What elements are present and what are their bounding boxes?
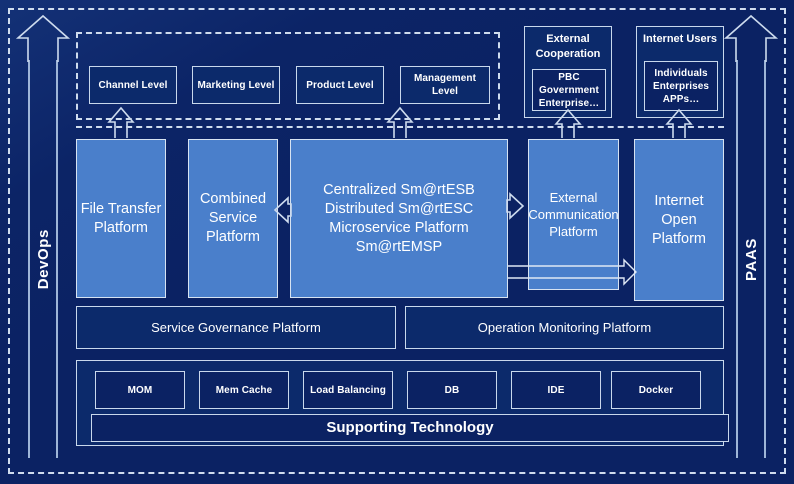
internet-users-detail: Individuals Enterprises APPs… (652, 67, 710, 105)
platform-esb-line-3: Microservice Platform Sm@rtEMSP (329, 219, 469, 255)
external-cooperation-detail: PBC Government Enterprise… (538, 71, 600, 109)
paas-rail: PAAS (736, 60, 766, 458)
devops-rail-label: DevOps (34, 228, 52, 290)
devops-rail: DevOps (28, 60, 58, 458)
business-level-management[interactable]: Management Level (400, 66, 490, 104)
operation-monitoring-platform[interactable]: Operation Monitoring Platform (405, 306, 724, 349)
tech-ide[interactable]: IDE (511, 371, 601, 409)
platform-esb-line-2: Distributed Sm@rtESC (324, 200, 474, 217)
tech-mom[interactable]: MOM (95, 371, 185, 409)
tech-docker[interactable]: Docker (611, 371, 701, 409)
tech-mem-cache[interactable]: Mem Cache (199, 371, 289, 409)
tech-load-balancing[interactable]: Load Balancing (303, 371, 393, 409)
tech-db[interactable]: DB (407, 371, 497, 409)
business-level-product[interactable]: Product Level (296, 66, 384, 104)
paas-rail-label: PAAS (742, 237, 760, 281)
platform-internet-open-label: Internet Open Platform (652, 192, 706, 247)
business-level-marketing-label: Marketing Level (197, 79, 275, 91)
platform-combined-service[interactable]: Combined Service Platform (188, 139, 278, 298)
external-cooperation-detail-box: PBC Government Enterprise… (532, 69, 606, 111)
operation-monitoring-platform-label: Operation Monitoring Platform (477, 320, 652, 335)
platform-internet-open[interactable]: Internet Open Platform (634, 139, 724, 301)
internet-users-panel[interactable]: Internet Users Individuals Enterprises A… (636, 26, 724, 118)
supporting-technology-banner-label: Supporting Technology (326, 419, 494, 436)
tech-load-balancing-label: Load Balancing (310, 384, 386, 396)
platform-combined-service-label: Combined Service Platform (199, 191, 267, 245)
tech-db-label: DB (444, 384, 460, 396)
service-governance-platform-label: Service Governance Platform (151, 320, 321, 335)
platform-centralized-esb[interactable]: Centralized Sm@rtESB Distributed Sm@rtES… (290, 139, 508, 298)
tech-mem-cache-label: Mem Cache (215, 384, 273, 396)
platform-esb-line-1: Centralized Sm@rtESB (323, 181, 475, 198)
tech-docker-label: Docker (638, 384, 674, 396)
business-level-channel[interactable]: Channel Level (89, 66, 177, 104)
external-cooperation-panel[interactable]: External Cooperation PBC Government Ente… (524, 26, 612, 118)
supporting-technology-banner: Supporting Technology (91, 414, 729, 442)
business-level-management-label: Management Level (413, 73, 477, 97)
business-level-marketing[interactable]: Marketing Level (192, 66, 280, 104)
platform-file-transfer[interactable]: File Transfer Platform (76, 139, 166, 298)
business-levels-container (76, 32, 500, 120)
internet-users-detail-box: Individuals Enterprises APPs… (644, 61, 718, 111)
tech-mom-label: MOM (127, 384, 153, 396)
outer-dashed-boundary (8, 8, 786, 474)
service-governance-platform[interactable]: Service Governance Platform (76, 306, 396, 349)
platform-external-communication[interactable]: External Communication Platform (528, 139, 619, 290)
layer-separator-dashed-line (76, 126, 724, 128)
business-level-product-label: Product Level (306, 79, 374, 91)
business-level-channel-label: Channel Level (98, 79, 168, 91)
tech-ide-label: IDE (547, 384, 565, 396)
platform-file-transfer-label: File Transfer Platform (80, 200, 162, 236)
platform-external-communication-label: External Communication Platform (528, 190, 619, 239)
external-cooperation-title: External Cooperation (535, 33, 601, 60)
internet-users-title: Internet Users (643, 33, 717, 45)
